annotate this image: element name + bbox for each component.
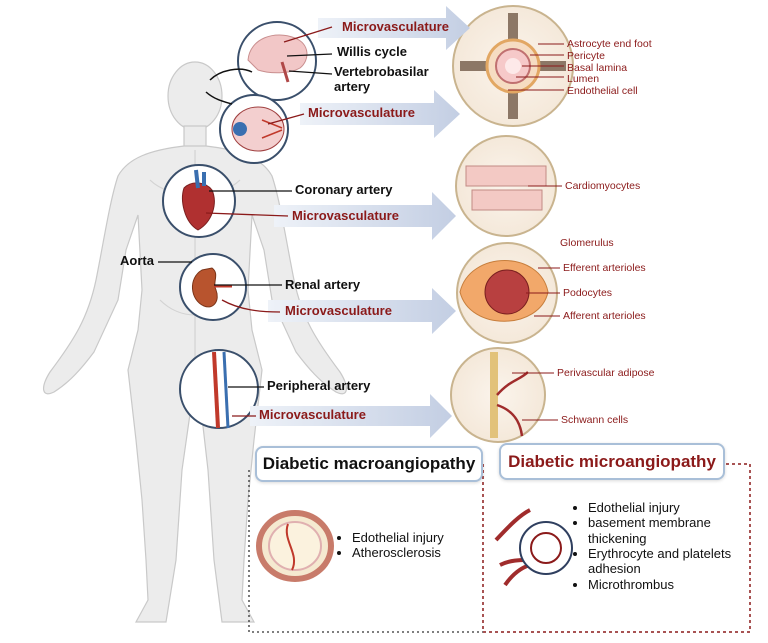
microangiopathy-title: Diabetic microangiopathy xyxy=(499,443,725,480)
peripheral-artery-label: Peripheral artery xyxy=(267,378,371,393)
limb-microvasculature-label: Microvasculature xyxy=(259,407,366,422)
endothelial-cell-label: Endothelial cell xyxy=(567,85,638,97)
micro-list-item: basement membrane thickening xyxy=(588,515,768,546)
eye-microvasculature-label: Microvasculature xyxy=(308,105,415,120)
arrow-limb xyxy=(250,394,452,438)
limb-circle xyxy=(179,349,259,429)
arrow-kidney xyxy=(268,288,456,334)
willis-cycle-label: Willis cycle xyxy=(337,44,407,59)
macroangiopathy-title: Diabetic macroangiopathy xyxy=(255,446,483,482)
micro-list-item: Edothelial injury xyxy=(588,500,768,515)
micro-list: Edothelial injury basement membrane thic… xyxy=(574,500,768,592)
glomerulus-label: Glomerulus xyxy=(560,237,614,249)
afferent-arterioles-label: Afferent arterioles xyxy=(563,310,646,322)
astrocyte-end-foot-label: Astrocyte end foot xyxy=(567,38,652,50)
micro-panel-border xyxy=(482,463,751,633)
renal-artery-label: Renal artery xyxy=(285,277,361,292)
eye-circle xyxy=(219,94,289,164)
schwann-cells-label: Schwann cells xyxy=(561,414,629,426)
aorta-label: Aorta xyxy=(120,253,154,268)
vertebrobasilar-artery-label: Vertebrobasilar artery xyxy=(334,64,429,94)
macro-list-item: Edothelial injury xyxy=(352,530,444,545)
perivascular-adipose-label: Perivascular adipose xyxy=(557,367,655,379)
arrow-eye xyxy=(300,90,460,138)
kidney-microvasculature-label: Microvasculature xyxy=(285,303,392,318)
macro-panel-border xyxy=(248,470,483,633)
basal-lamina-label: Basal lamina xyxy=(567,62,628,74)
heart-circle xyxy=(162,164,236,238)
macro-list: Edothelial injury Atherosclerosis xyxy=(338,530,444,561)
coronary-artery-label: Coronary artery xyxy=(295,182,393,197)
brain-circle xyxy=(237,21,317,101)
brain-microvasculature-label: Microvasculature xyxy=(342,19,449,34)
lumen-label: Lumen xyxy=(567,73,600,85)
cardiomyocytes-label: Cardiomyocytes xyxy=(565,180,641,192)
kidney-circle xyxy=(179,253,247,321)
arrow-brain xyxy=(318,6,470,50)
bbb-cell-circle xyxy=(452,5,574,127)
nerve-circle xyxy=(450,347,546,443)
micro-list-item: Microthrombus xyxy=(588,577,768,592)
pericyte-label: Pericyte xyxy=(567,50,605,62)
heart-microvasculature-label: Microvasculature xyxy=(292,208,399,223)
arrow-heart xyxy=(274,192,456,240)
micro-vessel-illustration xyxy=(494,508,573,587)
macro-vessel-illustration xyxy=(256,510,334,582)
efferent-arterioles-label: Efferent arterioles xyxy=(563,262,646,274)
podocytes-label: Podocytes xyxy=(563,287,613,299)
connector-lines xyxy=(158,26,564,421)
macro-list-item: Atherosclerosis xyxy=(352,545,444,560)
micro-list-item: Erythrocyte and platelets adhesion xyxy=(588,546,768,577)
